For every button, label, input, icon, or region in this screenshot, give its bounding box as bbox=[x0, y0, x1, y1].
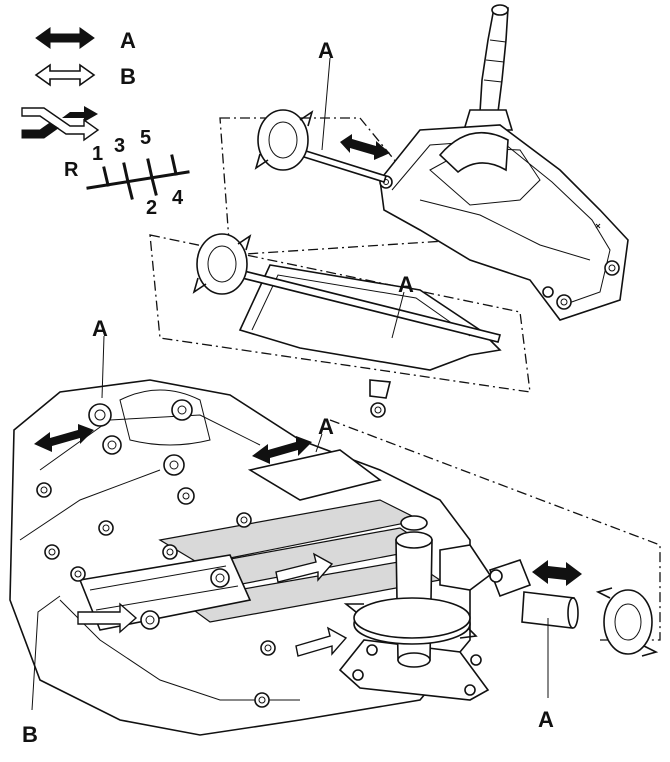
middle-shift-rod bbox=[192, 233, 502, 418]
upper-dashed-panel bbox=[219, 117, 462, 256]
callout-line-gearbox-left bbox=[101, 335, 105, 399]
callout-line-bottom-left bbox=[31, 595, 61, 711]
outline-arrow-icon bbox=[77, 602, 138, 634]
callout-line-middle bbox=[391, 291, 405, 339]
callout-middle-rod: A bbox=[398, 272, 414, 297]
lower-dashed-panel bbox=[329, 419, 661, 641]
legend: A B bbox=[21, 27, 136, 142]
legend-label-b: B bbox=[120, 64, 136, 89]
callout-upper-rod: A bbox=[318, 38, 334, 63]
right-rod-arrow-icon bbox=[532, 560, 582, 586]
top-rod-arrow-icon bbox=[252, 436, 312, 464]
gearbox-casing bbox=[9, 379, 471, 736]
callout-bottom-right: A bbox=[538, 707, 554, 732]
upper-rod-arrow-icon bbox=[340, 134, 390, 160]
outline-double-arrow-icon bbox=[34, 63, 96, 87]
upper-shift-rod bbox=[254, 109, 388, 183]
gear-lever-housing bbox=[379, 4, 629, 321]
left-rod-arrow-icon bbox=[34, 424, 94, 452]
callout-gearbox-top: A bbox=[318, 414, 334, 439]
gear-label-2: 2 bbox=[146, 197, 157, 219]
callout-line-gearbox-top bbox=[315, 433, 323, 453]
solid-double-arrow-icon bbox=[35, 27, 95, 49]
shift-tower bbox=[338, 515, 492, 701]
crossing-arrows-icon bbox=[21, 106, 100, 142]
callout-bottom-left: B bbox=[22, 722, 38, 747]
right-selector-rod bbox=[488, 559, 659, 657]
outline-arrow-icon bbox=[295, 626, 348, 657]
gear-label-1: 1 bbox=[92, 143, 103, 165]
callout-line-upper bbox=[321, 57, 331, 151]
middle-dashed-panel bbox=[149, 234, 531, 393]
gear-label-4: 4 bbox=[172, 187, 184, 209]
gear-label-r: R bbox=[64, 159, 79, 181]
outline-arrow-icon bbox=[275, 552, 334, 583]
legend-label-a: A bbox=[120, 28, 136, 53]
gear-label-3: 3 bbox=[114, 135, 125, 157]
callout-gearbox-left: A bbox=[92, 316, 108, 341]
gear-shift-pattern: R 1 3 5 2 4 bbox=[64, 127, 190, 219]
gear-label-5: 5 bbox=[140, 127, 151, 149]
